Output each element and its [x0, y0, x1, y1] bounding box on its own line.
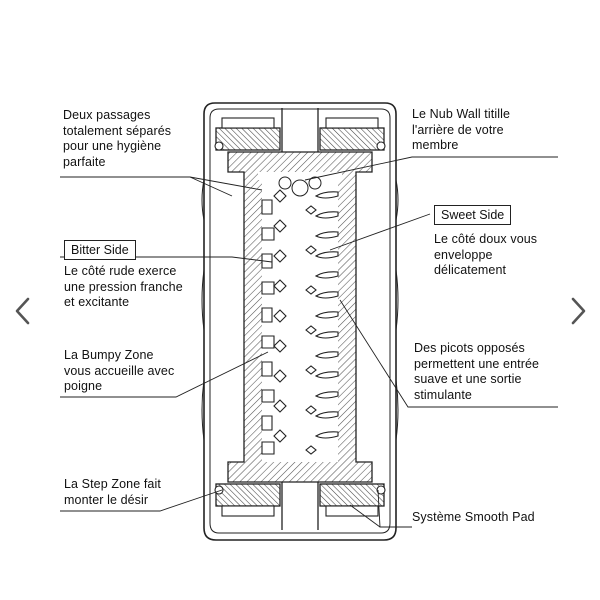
leader-bumpy-zone	[60, 351, 269, 398]
annotation-nub-wall: Le Nub Wall titille l'arrière de votre m…	[412, 107, 510, 152]
leader-lines	[60, 156, 558, 528]
bottom-caps	[214, 467, 386, 530]
previous-image-button[interactable]	[8, 296, 38, 326]
annotation-sweet-side: Le côté doux vous enveloppe délicatement	[434, 232, 538, 277]
chevron-left-icon	[15, 297, 30, 325]
annotation-bitter-side: Le côté rude exerce une pression franche…	[64, 264, 183, 309]
top-caps	[214, 108, 386, 167]
chevron-right-icon	[571, 297, 586, 325]
leader-sweet-side	[329, 213, 431, 251]
bitter-side-texture	[261, 189, 287, 455]
sweet-side-texture	[305, 191, 339, 455]
annotation-step-zone: La Step Zone fait monter le désir	[64, 477, 161, 507]
leader-deux-passages	[60, 176, 263, 191]
leader-step-zone	[60, 489, 223, 512]
leader-picots	[339, 299, 558, 408]
sweet-side-title: Sweet Side	[434, 205, 512, 225]
bitter-side-title: Bitter Side	[64, 240, 136, 260]
outer-shell	[201, 102, 399, 541]
next-image-button[interactable]	[563, 296, 593, 326]
annotation-deux-passages: Deux passages totalement séparés pour un…	[63, 108, 172, 169]
annotation-picots: Des picots opposés permettent une entrée…	[414, 341, 540, 402]
annotation-smooth-pad: Système Smooth Pad	[412, 510, 535, 524]
leader-nub-wall	[304, 156, 558, 181]
annotation-bumpy-zone: La Bumpy Zone vous accueille avec poigne	[64, 348, 175, 393]
